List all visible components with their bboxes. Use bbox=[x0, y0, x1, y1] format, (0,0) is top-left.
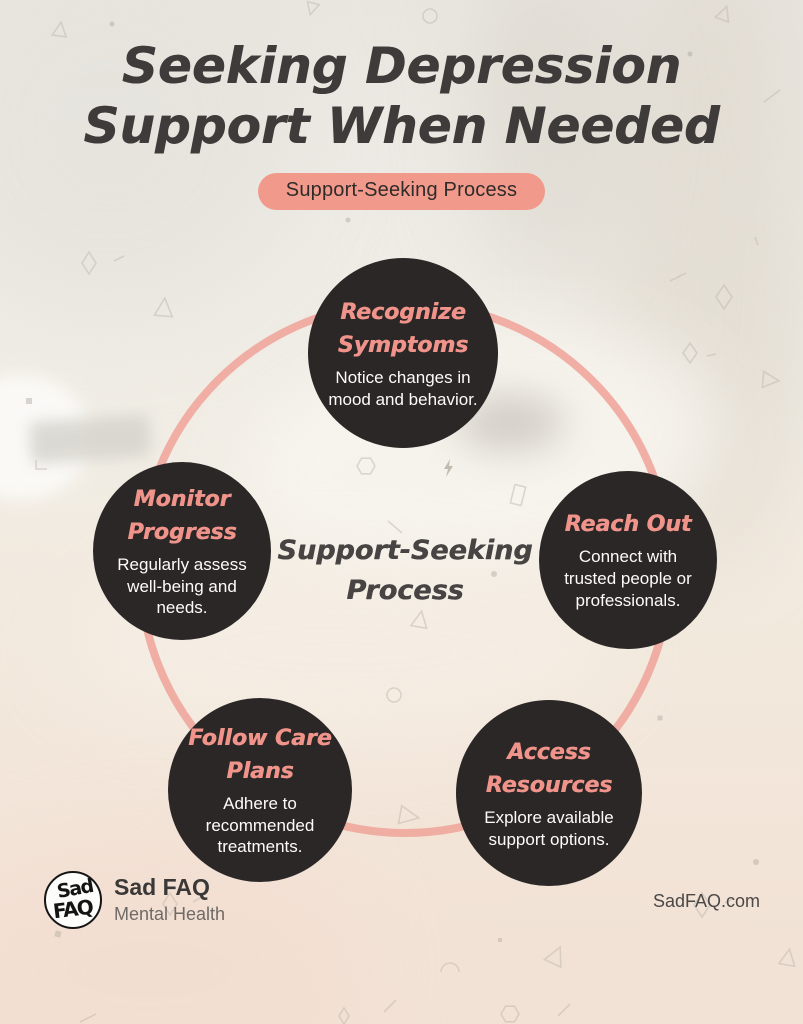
brand-logo: Sad FAQ bbox=[44, 871, 102, 929]
step-title: Access Resources bbox=[485, 739, 613, 798]
diagram-center-label: Support-Seeking Process bbox=[277, 531, 532, 611]
step-reach-out: Reach Out Connect with trusted people or… bbox=[539, 471, 717, 649]
step-description: Explore available support options. bbox=[484, 807, 614, 849]
step-monitor-progress: Monitor Progress Regularly assess well-b… bbox=[93, 462, 271, 640]
center-label-line1: Support-Seeking bbox=[277, 535, 533, 566]
page-title-line2: Support When Needed bbox=[83, 97, 720, 155]
step-access-resources: Access Resources Explore available suppo… bbox=[456, 700, 642, 886]
step-title: Recognize Symptoms bbox=[337, 299, 469, 358]
step-description: Notice changes in mood and behavior. bbox=[328, 367, 478, 409]
page-title: Seeking Depression Support When Needed bbox=[0, 36, 803, 156]
step-description: Adhere to recommended treatments. bbox=[205, 793, 315, 857]
website-url: SadFAQ.com bbox=[652, 891, 760, 911]
header: Seeking Depression Support When Needed S… bbox=[0, 36, 803, 210]
footer: Sad FAQ Sad FAQ Mental Health SadFAQ.com bbox=[0, 871, 803, 1024]
step-description: Regularly assess well-being and needs. bbox=[117, 554, 247, 618]
page-title-line1: Seeking Depression bbox=[121, 37, 682, 95]
subtitle-badge-label: Support-Seeking Process bbox=[285, 179, 518, 201]
step-title: Monitor Progress bbox=[127, 486, 237, 545]
brand-logo-text-faq: FAQ bbox=[51, 894, 94, 924]
subtitle-badge: Support-Seeking Process bbox=[257, 173, 546, 210]
brand-name: Sad FAQ bbox=[114, 874, 210, 900]
step-title: Follow Care Plans bbox=[188, 725, 332, 784]
step-title: Reach Out bbox=[564, 512, 692, 538]
center-label-line2: Process bbox=[346, 575, 464, 606]
brand-tagline: Mental Health bbox=[114, 904, 226, 924]
step-description: Connect with trusted people or professio… bbox=[564, 547, 692, 610]
step-recognize-symptoms: Recognize Symptoms Notice changes in moo… bbox=[308, 258, 498, 448]
step-follow-care-plans: Follow Care Plans Adhere to recommended … bbox=[168, 698, 352, 882]
